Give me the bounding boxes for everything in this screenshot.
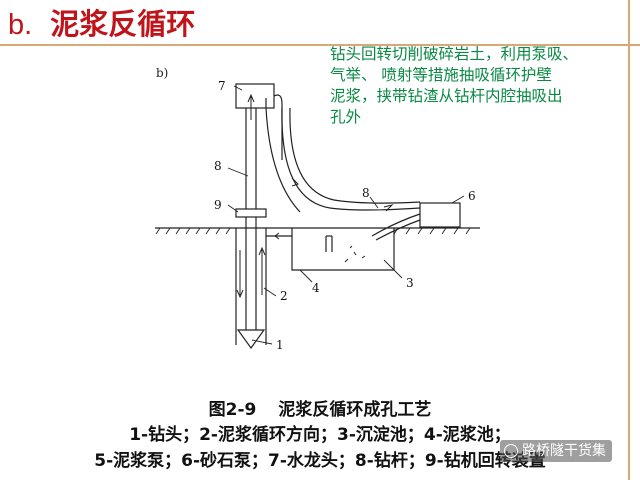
label-4: 4 xyxy=(312,281,320,295)
leader-lines xyxy=(227,85,465,345)
label-8-rod: 8 xyxy=(214,159,222,173)
legend-line-2: 5-泥浆泵；6-砂石泵；7-水龙头；8-钻杆；9-钻机回转装置 xyxy=(94,451,546,471)
wechat-icon xyxy=(504,444,518,458)
legend-line-1: 1-钻头；2-泥浆循环方向；3-沉淀池；4-泥浆池； xyxy=(129,425,511,445)
reverse-circulation-diagram: 7 8 9 8 6 3 4 2 1 xyxy=(155,79,480,352)
frame-top-border xyxy=(0,44,640,46)
description-line: 孔外 xyxy=(330,108,362,126)
watermark: 路桥隧干货集 xyxy=(500,440,612,462)
process-description: 钻头回转切削破碎岩土，利用泵吸、 气举、 喷射等措施抽吸循环护壁 泥浆，挟带钻渣… xyxy=(330,44,610,128)
debris xyxy=(344,245,366,263)
sand-pump xyxy=(419,202,461,228)
rotary-device xyxy=(235,208,267,218)
mud-pit xyxy=(291,228,395,271)
swivel-outlet xyxy=(273,94,283,160)
description-line: 泥浆，挟带钻渣从钻杆内腔抽吸出 xyxy=(330,87,563,105)
heading-title: 泥浆反循环 xyxy=(50,7,196,41)
label-1: 1 xyxy=(276,338,284,352)
label-6: 6 xyxy=(468,189,476,203)
label-8-hose: 8 xyxy=(362,186,370,200)
ground-hatch xyxy=(155,227,471,235)
heading-letter: b. xyxy=(8,9,33,41)
description-line: 气举、 喷射等措施抽吸循环护壁 xyxy=(330,66,552,84)
label-3: 3 xyxy=(406,276,414,290)
hose-to-rod xyxy=(265,98,301,213)
swivel xyxy=(235,83,275,109)
drill-bit xyxy=(236,329,266,350)
label-2: 2 xyxy=(280,289,288,303)
circulation-arrows xyxy=(236,93,394,299)
label-9: 9 xyxy=(214,198,222,212)
discharge-pipe-b xyxy=(375,219,421,241)
figure-sub-label: b) xyxy=(156,66,169,80)
caption-text: 泥浆反循环成孔工艺 xyxy=(278,400,432,420)
label-7: 7 xyxy=(218,79,226,93)
suction-hose-inner xyxy=(289,107,421,204)
caption-number: 图2-9 xyxy=(208,400,257,420)
watermark-text: 路桥隧干货集 xyxy=(522,443,606,459)
caption-title: 图2-9 泥浆反循环成孔工艺 xyxy=(0,395,640,420)
description-line: 钻头回转切削破碎岩土，利用泵吸、 xyxy=(330,45,579,63)
slide-heading: b. 泥浆反循环 xyxy=(8,4,195,44)
discharge-pipe-a xyxy=(371,213,421,237)
suction-hose-outer xyxy=(281,107,421,211)
frame-right-border xyxy=(628,0,630,480)
